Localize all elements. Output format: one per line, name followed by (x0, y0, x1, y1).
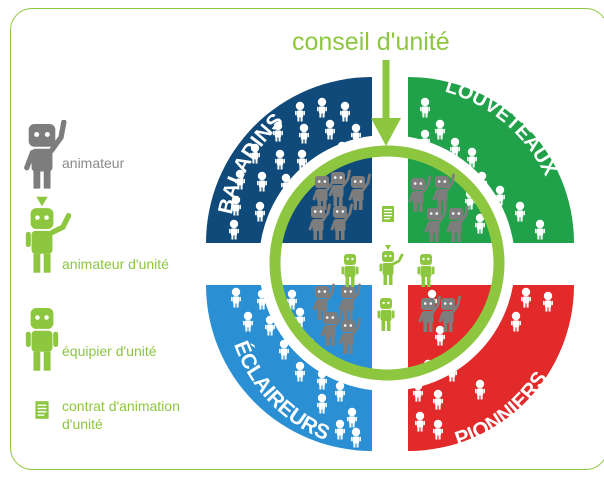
quadrant-louveteaux (408, 77, 574, 243)
council-arrow-icon (371, 60, 401, 146)
quadrant-baladins (206, 77, 372, 243)
legend-equipier-unite-label: équipier d'unité (62, 343, 157, 359)
diagram-title: conseil d'unité (292, 28, 450, 56)
unit-council-ring (269, 145, 505, 381)
diagram-frame (10, 8, 604, 470)
contrat-document-icon (382, 206, 394, 222)
animateur-unite-figure (378, 243, 404, 287)
legend-contrat-label-line1: contrat d'animation (62, 398, 180, 414)
ring-halo (259, 135, 515, 391)
legend-contrat-label-line2: d'unité (62, 416, 103, 432)
legend-animateur-label: animateur (62, 155, 125, 171)
legend-animateur-unite-label: animateur d'unité (62, 256, 169, 272)
